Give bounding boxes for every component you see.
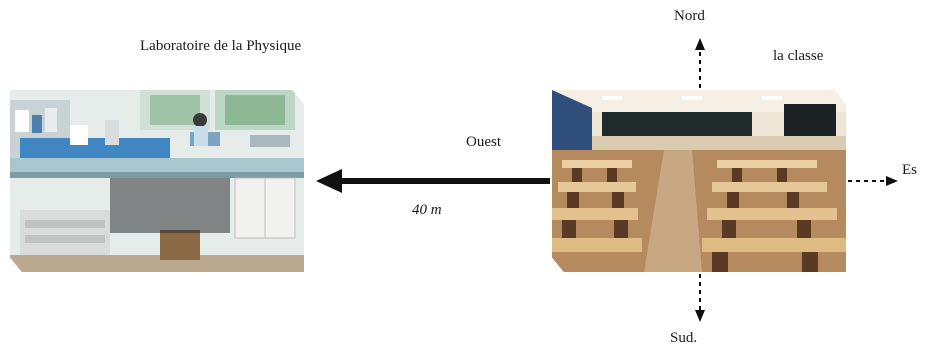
west-label: Ouest xyxy=(466,134,501,150)
classroom-photo xyxy=(552,90,846,272)
south-arrow xyxy=(695,274,705,322)
south-label: Sud. xyxy=(670,330,698,346)
classroom-title: la classe xyxy=(773,48,824,64)
north-arrow xyxy=(695,38,705,88)
west-arrow xyxy=(316,169,550,193)
lab-title: Laboratoire de la Physique xyxy=(140,38,302,54)
lab-photo xyxy=(10,90,304,272)
east-arrow xyxy=(848,176,898,186)
distance-label: 40 m xyxy=(412,202,442,218)
north-label: Nord xyxy=(674,8,705,24)
east-label: Es xyxy=(902,162,917,178)
